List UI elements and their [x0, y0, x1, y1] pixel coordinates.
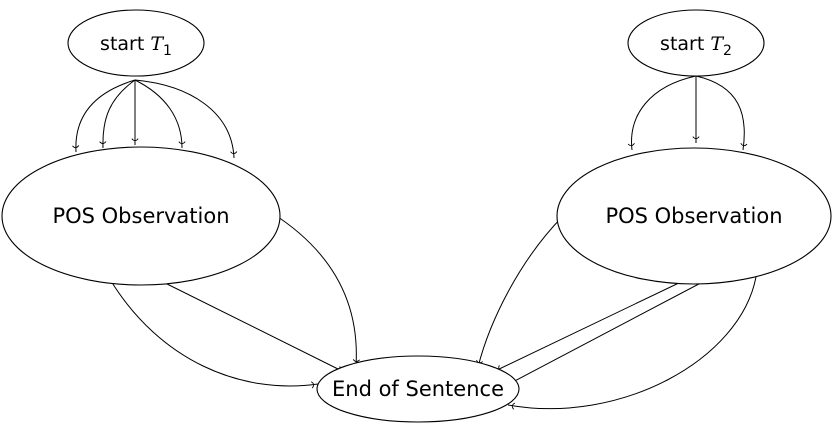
node-start-t1-label: start T1 [100, 33, 172, 59]
node-end-of-sentence-shape [316, 355, 520, 423]
edge-pos2-end-c [508, 275, 715, 385]
edge-start2-pos2-c [695, 75, 748, 151]
edge-start1-pos1-a [72, 79, 136, 153]
edge-pos2-end-b [494, 280, 684, 372]
node-end-of-sentence: End of Sentence [316, 355, 520, 423]
edges-start1-to-pos1 [72, 79, 238, 159]
edge-start2-pos2-a [627, 75, 697, 151]
edge-start1-pos1-b [99, 79, 136, 149]
node-pos-observation-right-label: POS Observation [605, 204, 782, 228]
node-start-t1-shape [67, 9, 205, 77]
edge-pos2-end-d [507, 276, 757, 410]
edges-pos1-to-end [110, 212, 360, 389]
node-start-t1: start T1 [67, 9, 205, 77]
node-end-of-sentence-label: End of Sentence [332, 377, 504, 401]
edges-pos2-to-end [476, 215, 757, 410]
node-start-t2-label: start T2 [660, 33, 732, 59]
node-pos-observation-left: POS Observation [1, 146, 281, 286]
edge-pos1-end-c [110, 280, 319, 389]
node-pos-observation-left-shape [1, 146, 281, 286]
edge-pos2-end-a [476, 215, 564, 368]
edge-pos1-end-b [152, 276, 345, 373]
edge-start1-pos1-e [134, 79, 238, 159]
edge-start1-pos1-d [134, 79, 186, 149]
edges-start2-to-pos2 [627, 75, 748, 151]
node-pos-observation-right: POS Observation [556, 147, 832, 285]
node-start-t2-shape [627, 9, 765, 77]
node-start-t2: start T2 [627, 9, 765, 77]
node-pos-observation-right-shape [556, 147, 832, 285]
node-pos-observation-left-label: POS Observation [52, 204, 229, 228]
edge-pos1-end-a [271, 212, 360, 367]
